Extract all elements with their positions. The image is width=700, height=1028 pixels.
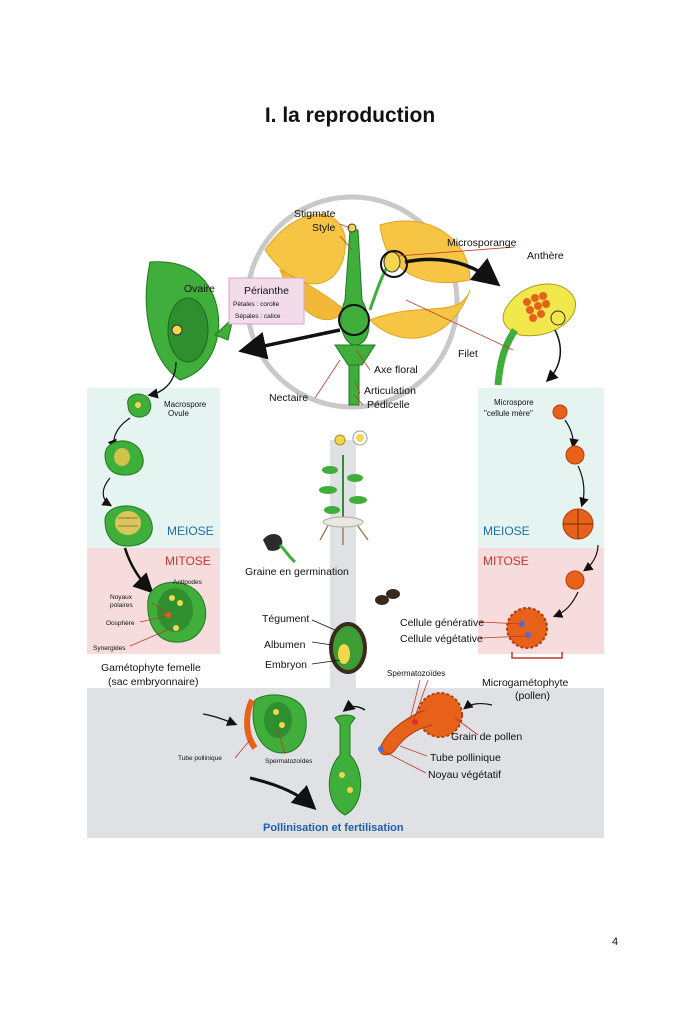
flower-pedicel [348, 364, 360, 406]
label-meiose-left: MEIOSE [167, 524, 214, 538]
arrow-ovule-2-3 [101, 477, 113, 507]
label-embryon: Embryon [265, 659, 307, 671]
ovule-with-tube [244, 694, 307, 754]
pollen-grain-mature [506, 607, 548, 649]
label-mitose-right: MITOSE [483, 554, 529, 568]
arrow-ovary-macrospore [147, 361, 177, 399]
arrow-tetrad-mitose [583, 544, 599, 572]
label-perianthe: Périanthe [244, 285, 289, 297]
label-oosphere: Oosphère [106, 620, 135, 627]
microspore-stage-1 [552, 404, 568, 420]
arrow-into-ovule [202, 713, 238, 726]
label-antipodes: Antipodes [173, 579, 203, 586]
label-filet: Filet [458, 348, 478, 360]
label-synergides: Synergides [93, 645, 126, 652]
label-pollinisation: Pollinisation et fertilisation [263, 822, 404, 834]
label-sepales: Sépales : calice [235, 313, 281, 320]
ovary-inner [167, 297, 209, 363]
ovule-in-ovary [171, 324, 183, 336]
pistil-fertilisation [328, 714, 362, 816]
label-albumen: Albumen [264, 639, 306, 651]
label-microgametophyte: Microgamétophyte [482, 677, 569, 689]
label-polaires: polaires [110, 602, 134, 609]
label-noyaux: Noyaux [110, 594, 133, 601]
arrow-anther-microspore [545, 329, 562, 383]
stamen-anther-small [383, 251, 401, 273]
arrow-micro-1-2 [564, 419, 579, 449]
label-stigmate: Stigmate [294, 208, 336, 220]
microspore-mitose [565, 570, 585, 590]
arrow-ovule-3-4 [123, 547, 154, 594]
label-macrospore: Macrospore [164, 400, 207, 409]
label-sac-embryonnaire: (sac embryonnaire) [108, 676, 198, 688]
anther-zoom [494, 283, 576, 386]
arrow-micro-2-3 [577, 465, 589, 508]
ovule-stage-3 [104, 505, 153, 547]
arrow-pollen-tube [463, 699, 493, 710]
microspore-stage-2 [565, 445, 585, 465]
stigma-dot [347, 223, 357, 233]
label-pollen: (pollen) [515, 690, 550, 702]
label-axe-floral: Axe floral [374, 364, 418, 376]
label-cellule-mere: "cellule mère" [484, 409, 533, 418]
label-gametophyte-femelle: Gamétophyte femelle [101, 662, 201, 674]
flower-receptacle [334, 344, 376, 366]
ovule-stage-1 [127, 393, 152, 418]
label-mitose-left: MITOSE [165, 554, 211, 568]
label-tube-pollinique-right: Tube pollinique [430, 752, 501, 764]
label-ovule: Ovule [168, 409, 189, 418]
arrow-to-ovary [238, 328, 341, 360]
label-grain-de-pollen: Grain de pollen [451, 731, 522, 743]
label-microsporange: Microsporange [447, 237, 517, 249]
label-petales: Pétales : corolle [233, 301, 280, 308]
arrow-tube-pistil [342, 699, 366, 712]
seed-section [329, 622, 367, 674]
arrow-to-fertilised [249, 776, 317, 811]
label-graine-germination: Graine en germination [245, 566, 349, 578]
label-tegument: Tégument [262, 613, 309, 625]
page-number: 4 [612, 936, 619, 948]
label-nectaire: Nectaire [269, 392, 308, 404]
arrow-to-anther [404, 257, 501, 287]
page-title: I. la reproduction [264, 104, 436, 127]
perianthe-box [228, 277, 305, 325]
label-meiose-right: MEIOSE [483, 524, 530, 538]
ovule-stage-2 [104, 440, 144, 476]
pollen-grain-tube [378, 692, 463, 756]
label-noyau-vegetatif: Noyau végétatif [428, 769, 501, 781]
arrow-mitose-pollen [552, 591, 579, 618]
seedling [319, 430, 369, 545]
ovary-zoom-circle [338, 304, 370, 336]
label-articulation: Articulation [364, 385, 416, 397]
label-style: Style [312, 222, 336, 234]
label-pedicelle: Pédicelle [367, 399, 410, 411]
label-anthere: Anthère [527, 250, 564, 262]
embryo-sac [147, 581, 207, 643]
label-microspore: Microspore [494, 398, 534, 407]
label-cellule-generative: Cellule générative [400, 617, 484, 629]
seeds-dark [375, 589, 400, 605]
label-ovaire: Ovaire [184, 283, 215, 295]
microspore-tetrad [562, 508, 594, 540]
stamen-zoom-circle [380, 250, 408, 278]
germinating-seed [263, 534, 296, 564]
label-spermatozoides: Spermatozoïdes [387, 669, 445, 678]
label-tube-pollinique-left: Tube pollinique [178, 755, 222, 762]
label-spermatozoides-bottom: Spermatozoïdes [265, 758, 313, 765]
pollen-bracket [511, 652, 563, 659]
label-cellule-vegetative: Cellule végétative [400, 633, 483, 645]
